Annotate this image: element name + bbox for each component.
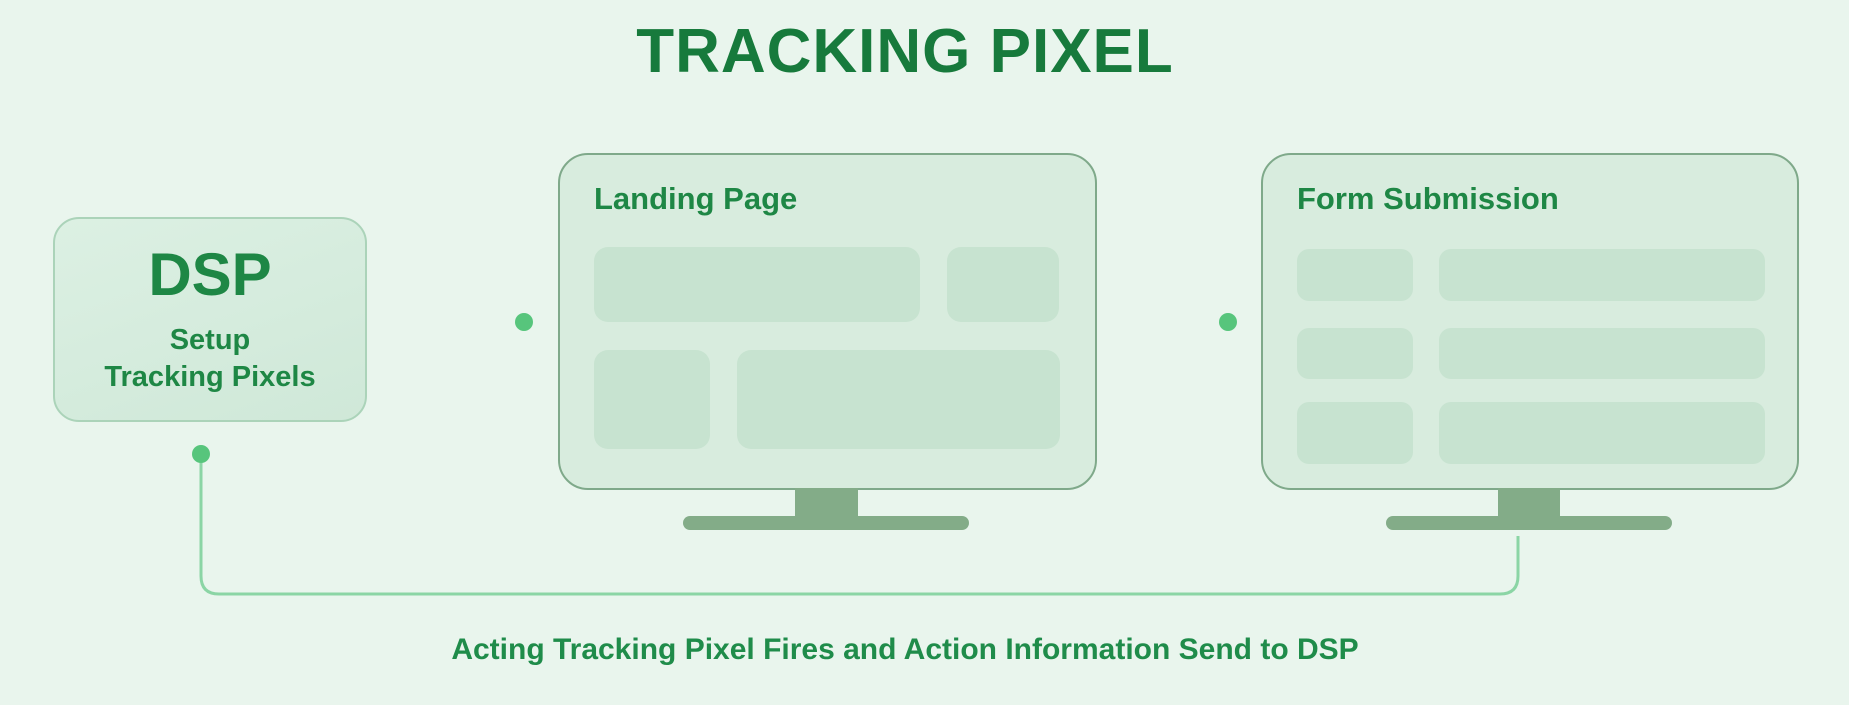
- connector-dot-form: [1219, 313, 1237, 331]
- skeleton-block: [1297, 328, 1413, 379]
- skeleton-block: [947, 247, 1059, 322]
- loopback-caption: Acting Tracking Pixel Fires and Action I…: [451, 633, 1359, 666]
- connector-dot-landing: [515, 313, 533, 331]
- connector-dot-dsp-return: [192, 445, 210, 463]
- skeleton-block: [594, 350, 710, 449]
- form-submission-title: Form Submission: [1297, 181, 1559, 216]
- landing-page-title: Landing Page: [594, 181, 798, 216]
- skeleton-block: [1439, 402, 1765, 464]
- skeleton-block: [1297, 402, 1413, 464]
- dsp-subtitle-line2: Tracking Pixels: [104, 361, 316, 393]
- monitor-stand-neck: [1498, 488, 1560, 518]
- monitor-stand-base: [683, 516, 969, 530]
- monitor-stand-base: [1386, 516, 1672, 530]
- dsp-node: DSP Setup Tracking Pixels: [53, 217, 367, 422]
- landing-page-monitor: Landing Page: [558, 153, 1097, 490]
- skeleton-block: [1297, 249, 1413, 301]
- dsp-node-label: DSP: [148, 241, 272, 308]
- form-submission-monitor: Form Submission: [1261, 153, 1799, 490]
- monitor-stand-neck: [795, 488, 858, 518]
- skeleton-block: [1439, 249, 1765, 301]
- page-title: TRACKING PIXEL: [636, 17, 1174, 86]
- skeleton-block: [594, 247, 920, 322]
- dsp-node-subtitle: Setup Tracking Pixels: [104, 322, 315, 396]
- skeleton-block: [737, 350, 1060, 449]
- skeleton-block: [1439, 328, 1765, 379]
- dsp-subtitle-line1: Setup: [169, 324, 251, 356]
